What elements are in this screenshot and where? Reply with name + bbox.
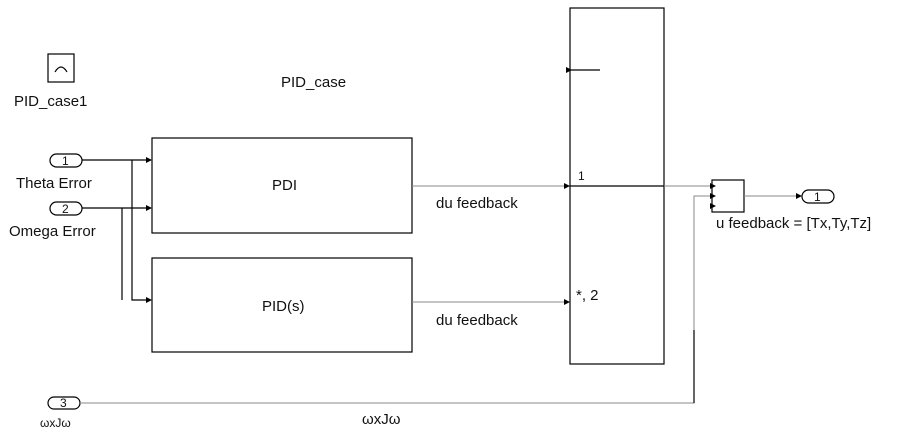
- inport-1-label: Theta Error: [16, 175, 92, 192]
- pid-case1-label: PID_case1: [14, 93, 87, 110]
- mux-block-rect[interactable]: [711, 179, 745, 213]
- mux-block[interactable]: [710, 179, 745, 213]
- inport-2-label: Omega Error: [9, 223, 96, 240]
- switch-block[interactable]: 1 *, 2: [566, 7, 665, 365]
- arrow-mux-in3: [710, 203, 716, 209]
- outport-1-number: 1: [814, 190, 821, 204]
- inport-2[interactable]: 2: [49, 201, 83, 216]
- arrow-switch-top: [566, 67, 572, 73]
- arrow-pdi-in1: [146, 157, 152, 163]
- inport-1-number: 1: [62, 154, 69, 168]
- pid-case1-rect[interactable]: [47, 53, 75, 83]
- arrow-switch-in2: [564, 299, 570, 305]
- arrow-mux-in2: [710, 193, 716, 199]
- arrow-outport-in: [796, 193, 802, 199]
- wire-theta-to-pid: [131, 160, 150, 301]
- arrow-pid-in: [146, 297, 152, 303]
- inport-3-number: 3: [60, 396, 67, 410]
- arrow-pdi-in2: [146, 205, 152, 211]
- pid-block[interactable]: PID(s): [151, 257, 413, 353]
- arrow-switch-in1: [564, 183, 570, 189]
- pdi-block-rect[interactable]: [151, 137, 413, 234]
- inport-3[interactable]: 3: [47, 396, 81, 410]
- outport-1-shape[interactable]: [801, 189, 835, 204]
- inport-3-label: ωxJω: [40, 416, 71, 430]
- pdi-output-label: du feedback: [436, 195, 518, 212]
- subsystem-title: PID_case: [281, 74, 346, 91]
- arrow-mux-in1: [710, 183, 716, 189]
- wire-wxjw: [80, 195, 710, 404]
- pid-block-label: PID(s): [262, 298, 305, 315]
- pid-output-label: du feedback: [436, 312, 518, 329]
- outport-1-label: u feedback = [Tx,Ty,Tz]: [716, 215, 871, 232]
- pid-block-rect[interactable]: [151, 257, 413, 353]
- switch-port-label-1: 1: [578, 169, 585, 183]
- chart-icon: [54, 66, 68, 73]
- inport-1[interactable]: 1: [49, 153, 83, 168]
- pdi-block[interactable]: PDI: [151, 137, 413, 234]
- switch-port-label-2: *, 2: [576, 287, 599, 304]
- pid-case1-block[interactable]: [47, 53, 75, 83]
- outport-1[interactable]: 1: [796, 189, 835, 204]
- pdi-block-label: PDI: [272, 177, 297, 194]
- inport-2-number: 2: [62, 202, 69, 216]
- wxjw-signal-label: ωxJω: [362, 411, 401, 428]
